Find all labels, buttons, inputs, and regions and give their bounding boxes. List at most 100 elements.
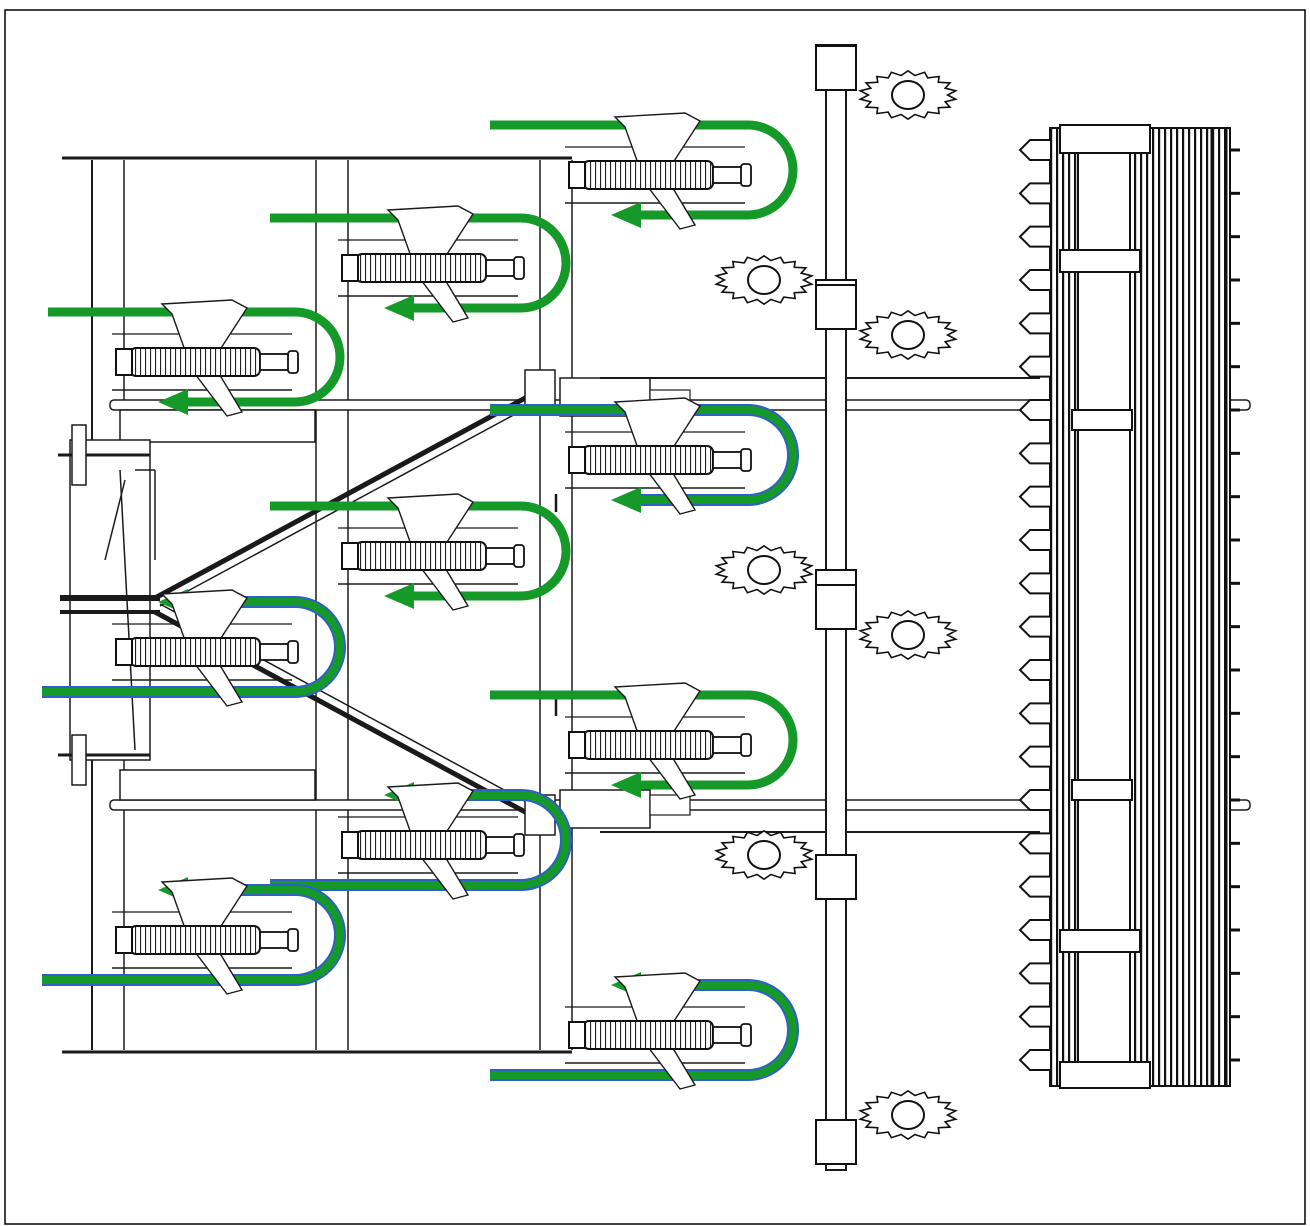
tine-spring (129, 925, 261, 955)
flow-arrow (490, 120, 798, 220)
soil-flow-layer (42, 120, 799, 1081)
roller-ring-tooth (1018, 1049, 1050, 1071)
tine-nut (740, 1023, 752, 1047)
roller-ring-tooth (1018, 139, 1050, 161)
flow-arrow (48, 307, 345, 407)
tine-spring (129, 637, 261, 667)
disc-hub (891, 80, 925, 110)
tine-nut (513, 256, 525, 280)
flow-arrow (270, 501, 571, 601)
disc-hub (747, 840, 781, 870)
tine-nut (287, 640, 299, 664)
tine-bolt (712, 451, 744, 469)
tine-mount (115, 926, 133, 954)
flow-arrow (42, 598, 344, 696)
tine-bolt (259, 931, 291, 949)
tine-layer (115, 112, 752, 1090)
tine-nut (513, 833, 525, 857)
roller-ring-tooth (1018, 962, 1050, 985)
flow-arrowhead (611, 772, 641, 798)
tine-nut (513, 544, 525, 568)
disc-clamp (815, 584, 857, 630)
roller-ring-tooth (1018, 615, 1050, 638)
disc-harrow-disc (714, 829, 857, 900)
flow-arrowhead (611, 202, 641, 228)
disc-layer (714, 44, 958, 1165)
flow-arrowhead (611, 487, 641, 513)
tine-bolt (259, 353, 291, 371)
roller-ring-tooth (1018, 312, 1050, 335)
disc-harrow-disc (815, 584, 958, 661)
tine-mount (568, 731, 586, 759)
tine-nut (740, 163, 752, 187)
outer-border (4, 9, 1306, 1225)
disc-clamp (815, 1119, 857, 1165)
flow-arrowhead (384, 295, 414, 321)
tine-spring (355, 253, 487, 283)
disc-hub (891, 620, 925, 650)
tine-spring (582, 1020, 714, 1050)
tine-bolt (485, 547, 517, 565)
disc-hub (747, 265, 781, 295)
flow-arrow (42, 886, 344, 984)
roller-ring-tooth (1018, 269, 1050, 291)
roller-ring-tooth (1018, 789, 1050, 811)
tine-spring (582, 160, 714, 190)
tine-bolt (485, 836, 517, 854)
disc-clamp (815, 284, 857, 330)
roller-ring-tooth (1018, 572, 1050, 595)
disc-hub (891, 1100, 925, 1130)
tine-mount (341, 254, 359, 282)
disc-harrow-disc (815, 284, 958, 361)
tine-nut (287, 928, 299, 952)
tine-spring (582, 730, 714, 760)
roller-ring-tooth (1018, 355, 1050, 378)
roller-ring-tooth (1018, 529, 1050, 551)
tine-spring (582, 445, 714, 475)
tine-bolt (712, 736, 744, 754)
tine-bolt (712, 166, 744, 184)
tine-spring (355, 830, 487, 860)
flow-arrow (270, 791, 570, 889)
tine-bolt (485, 259, 517, 277)
disc-hub (747, 555, 781, 585)
tine-mount (568, 446, 586, 474)
tine-mount (568, 161, 586, 189)
roller-ring-tooth (1018, 442, 1050, 465)
tine-mount (341, 831, 359, 859)
tine-nut (287, 350, 299, 374)
flow-arrowhead (158, 389, 188, 415)
roller-ring-tooth (1018, 399, 1050, 421)
roller-ring-tooth (1018, 919, 1050, 941)
roller-ring-tooth (1018, 1005, 1050, 1028)
roller-ring-tooth (1018, 832, 1050, 855)
flow-arrow (490, 406, 797, 504)
tine-spring (355, 541, 487, 571)
roller-ring-tooth (1018, 225, 1050, 248)
tine-mount (341, 542, 359, 570)
tine-mount (115, 638, 133, 666)
roller-ring-tooth (1018, 875, 1050, 898)
packer-roller (1018, 124, 1240, 1089)
flow-arrow (270, 213, 571, 313)
disc-clamp (815, 45, 857, 91)
roller-ring-tooth (1018, 485, 1050, 508)
tine-nut (740, 448, 752, 472)
flow-arrow (490, 981, 797, 1079)
tine-mount (115, 348, 133, 376)
flow-arrowhead (384, 583, 414, 609)
tine-bolt (712, 1026, 744, 1044)
roller-ring-tooth (1018, 659, 1050, 681)
flow-arrow (490, 690, 798, 790)
roller-ring-tooth (1018, 182, 1050, 205)
tine-mount (568, 1021, 586, 1049)
roller-ring-tooth (1018, 702, 1050, 725)
disc-clamp (815, 854, 857, 900)
tine-nut (740, 733, 752, 757)
tine-spring (129, 347, 261, 377)
tine-bolt (259, 643, 291, 661)
disc-hub (891, 320, 925, 350)
roller-ring-tooth (1018, 745, 1050, 768)
